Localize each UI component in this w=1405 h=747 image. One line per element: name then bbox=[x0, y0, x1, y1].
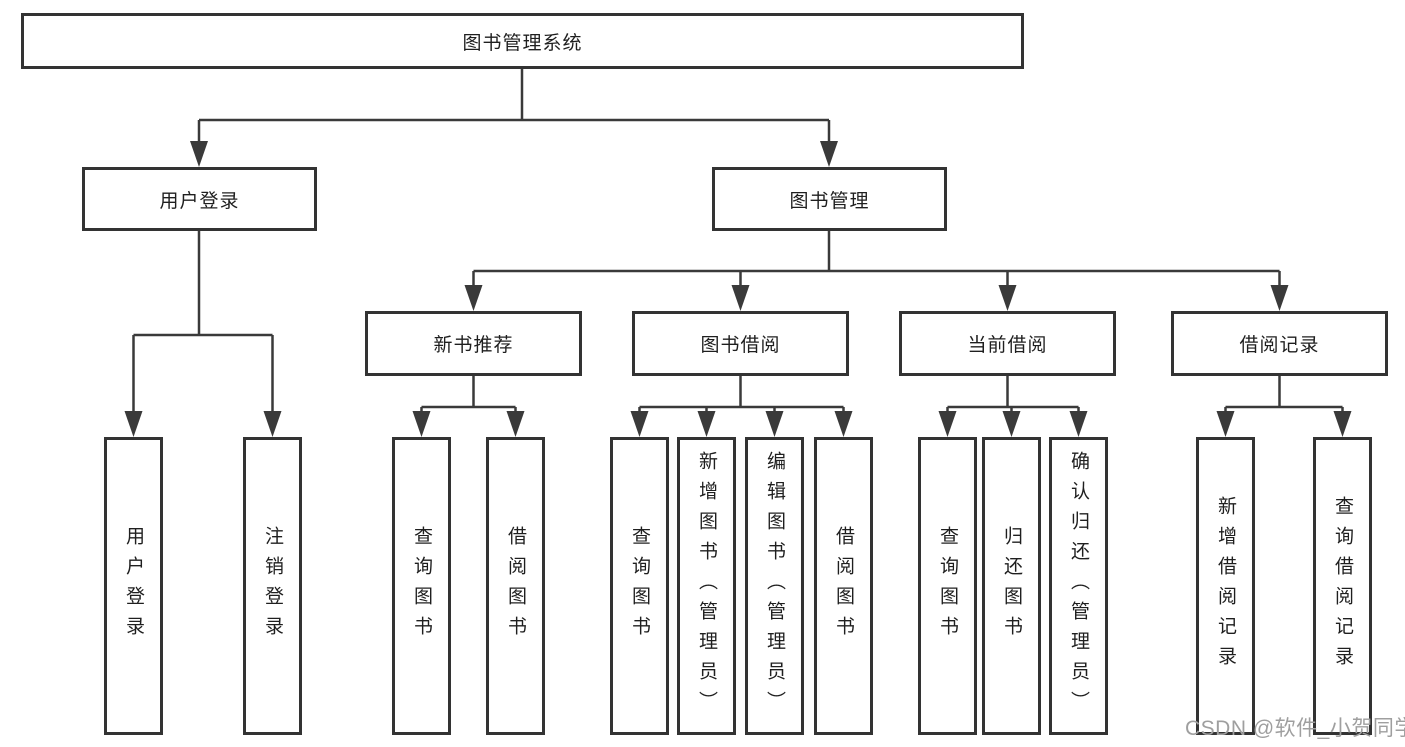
leaf-user-login: 用户登录 bbox=[104, 437, 163, 735]
node-book-management: 图书管理 bbox=[712, 167, 947, 231]
node-new-book-recommend: 新书推荐 bbox=[365, 311, 582, 376]
node-user-login: 用户登录 bbox=[82, 167, 317, 231]
connector-borrow-children bbox=[638, 376, 845, 413]
node-book-borrow: 图书借阅 bbox=[632, 311, 849, 376]
leaf-borrow-add-books-admin: 新增图书（管理员） bbox=[677, 437, 736, 735]
node-borrow-records-label: 借阅记录 bbox=[1239, 335, 1320, 356]
node-new-book-recommend-label: 新书推荐 bbox=[433, 335, 514, 356]
node-book-borrow-label: 图书借阅 bbox=[700, 335, 781, 356]
leaf-borrow-add-books-admin-label: 新增图书（管理员） bbox=[696, 451, 717, 721]
leaf-borrow-edit-books-admin: 编辑图书（管理员） bbox=[745, 437, 804, 735]
watermark-text: CSDN @软件_小贺同学 bbox=[1185, 717, 1405, 740]
node-root-label: 图书管理系统 bbox=[462, 32, 583, 54]
leaf-borrow-query-books-label: 查询图书 bbox=[629, 526, 650, 646]
node-current-borrow-label: 当前借阅 bbox=[967, 335, 1048, 356]
leaf-logout: 注销登录 bbox=[243, 437, 302, 735]
connector-current-children bbox=[946, 376, 1080, 413]
leaf-current-return-books: 归还图书 bbox=[982, 437, 1041, 735]
leaf-borrow-borrow-books: 借阅图书 bbox=[814, 437, 873, 735]
node-borrow-records: 借阅记录 bbox=[1171, 311, 1388, 376]
node-user-login-label: 用户登录 bbox=[159, 190, 240, 212]
leaf-records-query-record: 查询借阅记录 bbox=[1313, 437, 1372, 735]
leaf-current-query-books-label: 查询图书 bbox=[937, 526, 958, 646]
leaf-current-return-books-label: 归还图书 bbox=[1001, 526, 1022, 646]
node-book-management-label: 图书管理 bbox=[789, 190, 870, 212]
leaf-user-login-label: 用户登录 bbox=[123, 526, 144, 646]
connector-book-management-children bbox=[472, 231, 1281, 287]
leaf-borrow-edit-books-admin-label: 编辑图书（管理员） bbox=[764, 451, 785, 721]
connector-root-to-level2 bbox=[197, 69, 831, 143]
leaf-recommend-borrow-books-label: 借阅图书 bbox=[505, 526, 526, 646]
node-current-borrow: 当前借阅 bbox=[899, 311, 1116, 376]
leaf-current-query-books: 查询图书 bbox=[918, 437, 977, 735]
connector-records-children bbox=[1224, 376, 1344, 413]
leaf-recommend-query-books: 查询图书 bbox=[392, 437, 451, 735]
node-root: 图书管理系统 bbox=[21, 13, 1024, 69]
leaf-current-confirm-return-admin-label: 确认归还（管理员） bbox=[1068, 451, 1089, 721]
leaf-records-query-record-label: 查询借阅记录 bbox=[1332, 496, 1353, 676]
leaf-borrow-borrow-books-label: 借阅图书 bbox=[833, 526, 854, 646]
leaf-current-confirm-return-admin: 确认归还（管理员） bbox=[1049, 437, 1108, 735]
leaf-recommend-query-books-label: 查询图书 bbox=[411, 526, 432, 646]
leaf-logout-label: 注销登录 bbox=[262, 526, 283, 646]
connector-recommend-children bbox=[420, 376, 517, 413]
leaf-recommend-borrow-books: 借阅图书 bbox=[486, 437, 545, 735]
leaf-records-add-record-label: 新增借阅记录 bbox=[1215, 496, 1236, 676]
leaf-records-add-record: 新增借阅记录 bbox=[1196, 437, 1255, 735]
arrowheads bbox=[124, 141, 1352, 437]
connector-user-login-children bbox=[132, 231, 274, 413]
leaf-borrow-query-books: 查询图书 bbox=[610, 437, 669, 735]
